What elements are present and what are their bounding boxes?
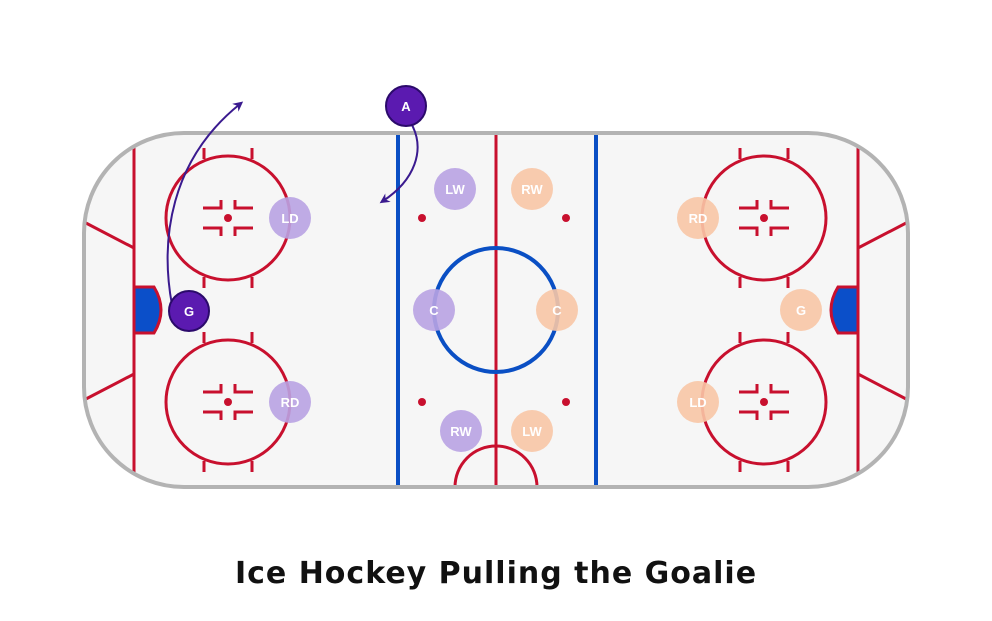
rink-boards — [82, 131, 910, 489]
player-marker: G — [780, 289, 822, 331]
svg-text:RD: RD — [689, 211, 708, 226]
right-goal-net — [829, 285, 860, 335]
svg-text:A: A — [401, 99, 411, 114]
faceoff-dot — [418, 398, 426, 406]
svg-text:RW: RW — [450, 424, 472, 439]
player-marker: C — [536, 289, 578, 331]
corner-line — [857, 220, 908, 250]
corner-line — [84, 220, 135, 250]
faceoff-dot — [418, 214, 426, 222]
player-marker: RW — [440, 410, 482, 452]
referee-crease — [453, 444, 539, 487]
svg-text:RW: RW — [521, 182, 543, 197]
left-goal-net — [132, 285, 163, 335]
faceoff-dot — [562, 214, 570, 222]
player-marker: RD — [269, 381, 311, 423]
svg-text:C: C — [429, 303, 439, 318]
attacking-team-faded: LW LD RD C RW — [269, 168, 482, 452]
player-marker: LD — [677, 381, 719, 423]
svg-text:LD: LD — [689, 395, 706, 410]
svg-text:LD: LD — [281, 211, 298, 226]
svg-text:LW: LW — [445, 182, 465, 197]
skater-entry-arrow — [379, 124, 419, 204]
svg-text:LW: LW — [522, 424, 542, 439]
goalie-exit-arrow — [166, 101, 244, 306]
corner-line — [857, 372, 908, 402]
player-marker: LW — [434, 168, 476, 210]
svg-text:G: G — [184, 304, 194, 319]
extra-attacker-marker: A — [385, 85, 427, 127]
diagram-title: Ice Hockey Pulling the Goalie — [234, 556, 758, 591]
faceoff-dot — [562, 398, 570, 406]
player-marker: RD — [677, 197, 719, 239]
defending-team-faded: RW LW C RD LD G — [511, 168, 822, 452]
attacking-goalie-marker: G — [168, 290, 210, 332]
hockey-rink-diagram: LW LD RD C RW RW LW C — [82, 85, 910, 489]
player-marker: LD — [269, 197, 311, 239]
svg-text:C: C — [552, 303, 562, 318]
corner-line — [84, 372, 135, 402]
player-marker: RW — [511, 168, 553, 210]
player-marker: LW — [511, 410, 553, 452]
svg-text:G: G — [796, 303, 806, 318]
player-marker: C — [413, 289, 455, 331]
svg-text:RD: RD — [281, 395, 300, 410]
